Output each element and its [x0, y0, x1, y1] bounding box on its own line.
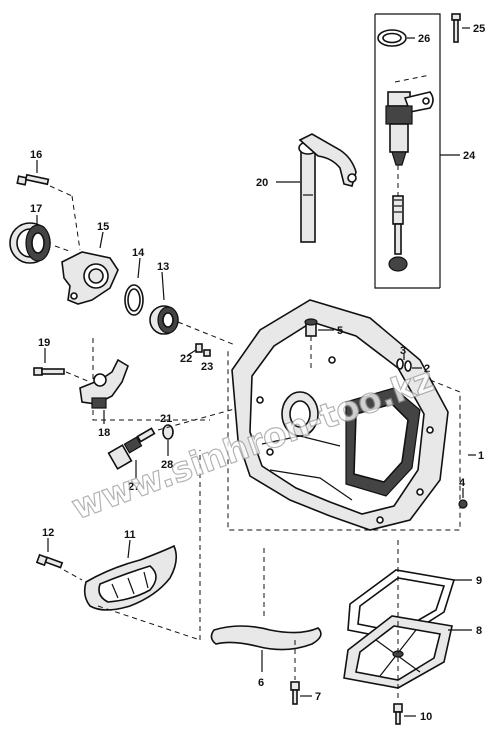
part-24-box [374, 13, 460, 289]
label-19: 19 [38, 337, 50, 349]
part-7-bolt [290, 640, 312, 705]
part-28-seal [162, 424, 174, 456]
part-10-drain-bolt [393, 540, 416, 725]
label-1: 1 [478, 450, 484, 462]
label-10: 10 [420, 711, 432, 723]
label-20: 20 [256, 177, 268, 189]
part-14-snap-ring [124, 257, 144, 316]
label-7: 7 [315, 691, 321, 703]
label-27: 27 [128, 481, 140, 493]
part-27-sensor [107, 407, 239, 478]
part-6-plate [210, 548, 322, 672]
part-25-bolt [451, 13, 470, 43]
part-13-bearing [149, 271, 236, 346]
label-14: 14 [132, 247, 145, 259]
label-8: 8 [476, 625, 482, 637]
part-22-23-small-parts [187, 343, 211, 357]
part-2-3-pins [396, 354, 422, 372]
label-28: 28 [161, 459, 173, 471]
part-5-plug [304, 318, 334, 370]
speedometer-driven-gear [385, 74, 434, 272]
label-12: 12 [42, 527, 54, 539]
part-1-transmission-housing [231, 299, 449, 531]
label-15: 15 [97, 221, 109, 233]
label-11: 11 [124, 529, 136, 541]
label-9: 9 [476, 575, 482, 587]
label-26: 26 [418, 33, 430, 45]
part-20-shift-lever [276, 133, 357, 243]
label-4: 4 [459, 477, 466, 489]
label-3: 3 [400, 345, 406, 357]
label-24: 24 [463, 150, 476, 162]
label-23: 23 [201, 361, 213, 373]
label-5: 5 [337, 325, 343, 337]
part-26-o-ring [377, 29, 415, 47]
part-11-cover-plate [83, 450, 201, 641]
part-15-release-fork [61, 231, 119, 305]
label-18: 18 [98, 427, 110, 439]
part-17-bearing [9, 215, 73, 264]
part-1-housing-bracket [227, 350, 476, 531]
label-16: 16 [30, 149, 42, 161]
label-2: 2 [424, 363, 430, 375]
label-13: 13 [157, 261, 169, 273]
part-18-shift-arm [79, 338, 210, 424]
part-19-bolt [33, 348, 91, 383]
label-22: 22 [180, 353, 192, 365]
label-6: 6 [258, 677, 264, 689]
label-17: 17 [30, 203, 42, 215]
label-21: 21 [160, 413, 172, 425]
part-4-bolt [458, 488, 468, 509]
label-25: 25 [473, 23, 485, 35]
part-12-bolt [35, 538, 83, 581]
part-16-bolt [16, 160, 81, 251]
